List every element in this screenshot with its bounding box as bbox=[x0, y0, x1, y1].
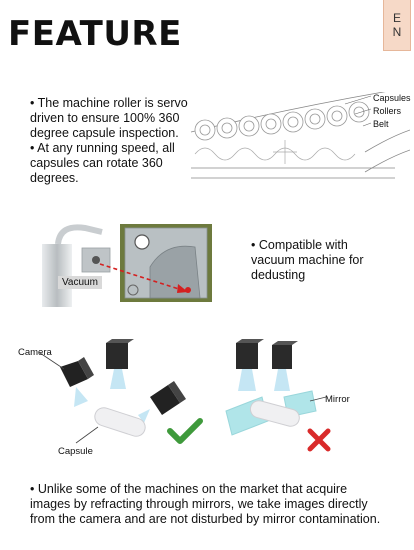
roller-diagram bbox=[190, 92, 410, 179]
camera-icon bbox=[60, 357, 94, 387]
mirror-camera-illustration bbox=[225, 339, 331, 452]
direct-camera-illustration bbox=[39, 339, 203, 444]
lang-letter-1: E bbox=[392, 11, 401, 25]
page-title: FEATURE bbox=[8, 14, 182, 54]
mirror-label: Mirror bbox=[325, 394, 350, 405]
cross-icon bbox=[307, 428, 331, 452]
language-toggle-button[interactable]: E N bbox=[383, 0, 411, 51]
diagram-label-capsules: Capsules bbox=[373, 93, 411, 103]
check-icon bbox=[167, 418, 203, 444]
capsule-label: Capsule bbox=[58, 446, 93, 457]
lang-letter-2: N bbox=[392, 25, 402, 39]
vacuum-label: Vacuum bbox=[58, 276, 102, 289]
camera-feature-text: • Unlike some of the machines on the mar… bbox=[30, 482, 381, 526]
diagram-label-belt: Belt bbox=[373, 119, 389, 129]
camera-label: Camera bbox=[18, 347, 52, 358]
vacuum-machine-photo bbox=[30, 222, 215, 307]
vacuum-feature-text: • Compatible with vacuum machine for ded… bbox=[251, 238, 364, 282]
diagram-label-rollers: Rollers bbox=[373, 106, 402, 116]
roller-feature-text: • The machine roller is servo driven to … bbox=[30, 96, 188, 185]
